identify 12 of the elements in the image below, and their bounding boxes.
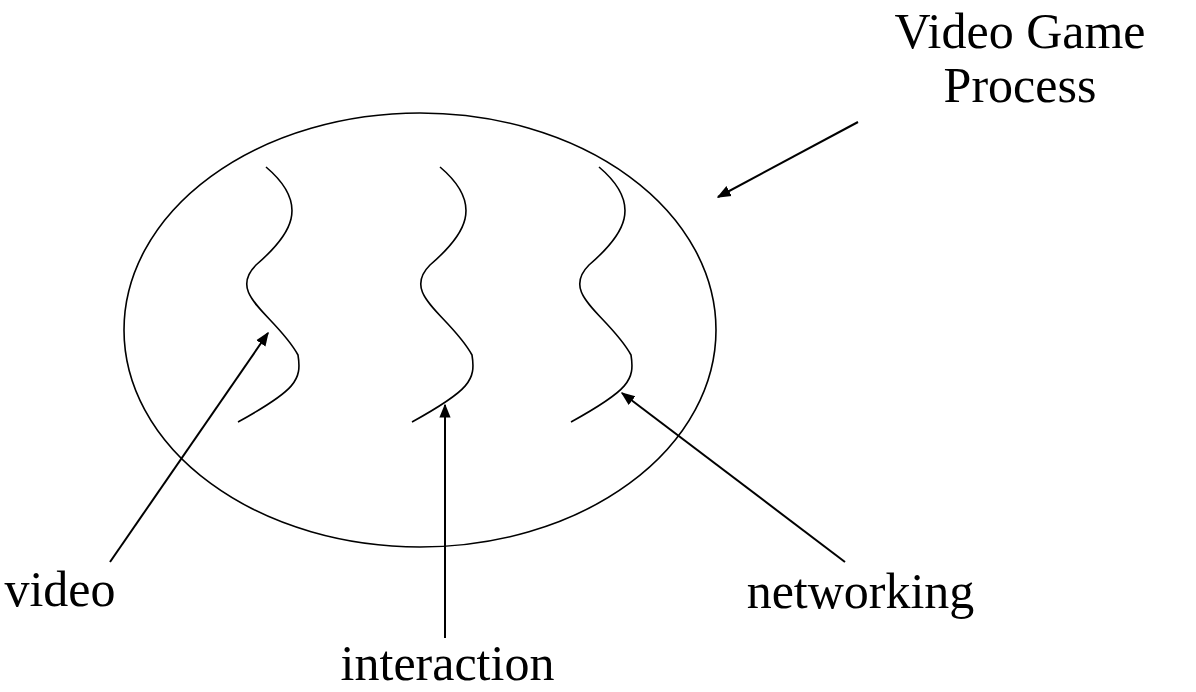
wavy-thread-line [569, 165, 635, 423]
label-text: interaction [320, 636, 575, 690]
wavy-thread-line [410, 165, 476, 423]
label-text: networking [718, 564, 1003, 620]
process-ellipse [123, 112, 717, 548]
leader-arrow [716, 121, 859, 198]
label-text: video [0, 562, 120, 618]
leader-arrow [109, 331, 269, 563]
leader-arrow [439, 403, 451, 639]
wavy-thread-line [236, 165, 302, 423]
label-text: Video Game Process [855, 4, 1185, 120]
leader-arrow [620, 392, 846, 563]
